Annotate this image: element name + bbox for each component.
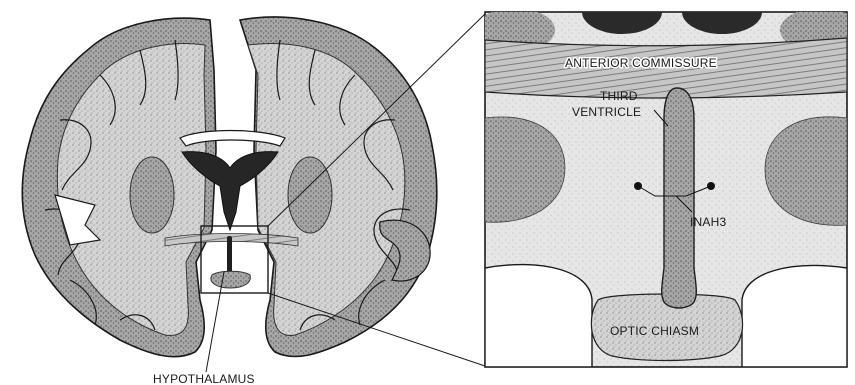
magnified-inset: ANTERIOR COMMISSURE THIRD VENTRICLE INAH… xyxy=(475,0,855,367)
inset-third-ventricle xyxy=(662,88,697,308)
brain-third-ventricle xyxy=(227,236,232,276)
brain-optic-chiasm xyxy=(211,271,250,288)
third-ventricle-label-line2: VENTRICLE xyxy=(572,105,641,119)
brain-section xyxy=(22,17,436,357)
inset-bottom-right-space xyxy=(742,266,847,367)
anterior-commissure-label: ANTERIOR COMMISSURE xyxy=(565,56,717,70)
inset-bottom-left-space xyxy=(485,265,592,367)
third-ventricle-label-line1: THIRD xyxy=(600,89,638,103)
optic-chiasm-label: OPTIC CHIASM xyxy=(610,324,699,338)
right-basal-nucleus xyxy=(288,157,332,233)
hypothalamus-label: HYPOTHALAMUS xyxy=(153,372,255,385)
hypothalamus-leader xyxy=(206,272,224,372)
inah3-label: INAH3 xyxy=(690,215,726,229)
left-basal-nucleus xyxy=(130,157,174,233)
